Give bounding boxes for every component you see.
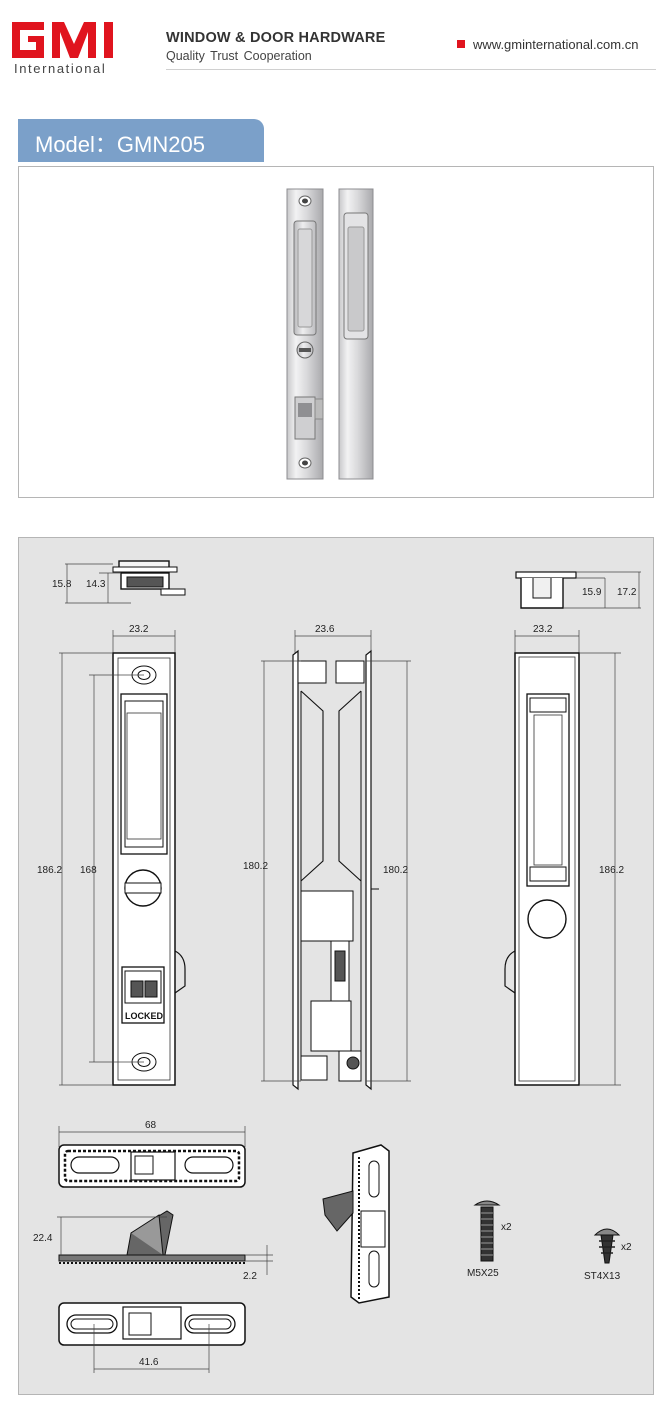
model-tab bbox=[18, 119, 264, 161]
keeper-side-view: 22.4 2.2 bbox=[33, 1210, 273, 1282]
technical-drawing: 15.8 14.3 15.9 17.2 23.2 bbox=[33, 560, 641, 1373]
back-view: 23.2 186.2 bbox=[504, 624, 624, 1086]
dim-front-width: 23.2 bbox=[129, 624, 149, 635]
front-view: 23.2 LOCKED bbox=[37, 624, 186, 1086]
dim-top-height-outer: 15.8 bbox=[52, 579, 72, 590]
dim-keeper-hole-spacing: 41.6 bbox=[139, 1357, 159, 1368]
screw-st4x13-label: ST4X13 bbox=[584, 1271, 621, 1282]
dim-side-height-left: 180.2 bbox=[243, 861, 268, 872]
dim-side-height-right: 180.2 bbox=[383, 865, 408, 876]
top-view-right: 15.9 17.2 bbox=[515, 571, 641, 609]
dim-top-right-outer: 17.2 bbox=[617, 587, 637, 598]
screw-m5x25-qty: x2 bbox=[501, 1222, 512, 1233]
dim-front-height: 186.2 bbox=[37, 865, 62, 876]
model-divider bbox=[18, 161, 264, 162]
side-view: 23.6 180.2 180.2 bbox=[243, 624, 411, 1091]
screw-st4x13-qty: x2 bbox=[621, 1242, 632, 1253]
screw-m5x25: x2 M5X25 bbox=[467, 1200, 512, 1279]
product-photo-panel bbox=[18, 166, 654, 498]
dim-front-hole-spacing: 168 bbox=[80, 865, 97, 876]
dim-top-height-inner: 14.3 bbox=[86, 579, 106, 590]
model-label: Model：GMN205 bbox=[35, 132, 205, 157]
product-photo bbox=[286, 188, 374, 480]
dim-keeper-width: 68 bbox=[145, 1120, 157, 1131]
dim-back-height: 186.2 bbox=[599, 865, 624, 876]
keeper-iso-view bbox=[322, 1144, 390, 1304]
brand-tagline: Quality Trust Cooperation bbox=[166, 49, 312, 63]
bullet-square-icon bbox=[457, 40, 465, 48]
dim-keeper-thickness: 2.2 bbox=[243, 1271, 257, 1282]
dim-back-width: 23.2 bbox=[533, 624, 553, 635]
technical-drawing-panel: 15.8 14.3 15.9 17.2 23.2 bbox=[18, 537, 654, 1395]
screw-m5x25-label: M5X25 bbox=[467, 1268, 499, 1279]
keeper-plan-view: 68 bbox=[58, 1120, 246, 1188]
dim-side-width: 23.6 bbox=[315, 624, 335, 635]
keeper-bottom-view: 41.6 bbox=[58, 1302, 246, 1373]
screw-st4x13: x2 ST4X13 bbox=[584, 1228, 632, 1282]
top-view-left: 15.8 14.3 bbox=[52, 560, 186, 604]
website-link[interactable]: www.gminternational.com.cn bbox=[473, 37, 639, 52]
dim-top-right-inner: 15.9 bbox=[582, 587, 602, 598]
dim-keeper-height: 22.4 bbox=[33, 1233, 53, 1244]
logo-subtitle: International bbox=[14, 61, 107, 76]
gmi-logo bbox=[12, 22, 113, 58]
header-divider bbox=[166, 69, 656, 70]
locked-text: LOCKED bbox=[125, 1011, 164, 1021]
brand-title: WINDOW & DOOR HARDWARE bbox=[166, 30, 386, 46]
